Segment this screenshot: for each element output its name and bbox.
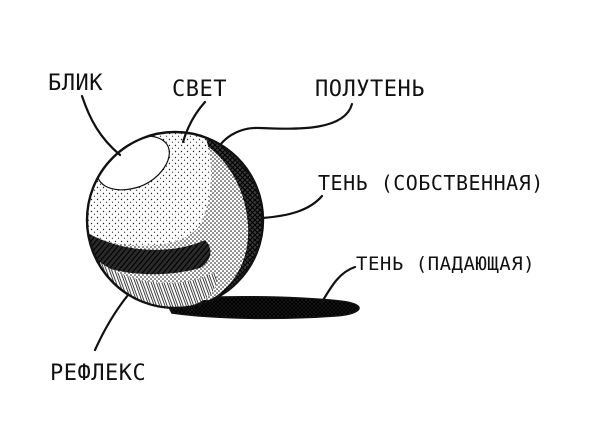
sphere bbox=[87, 132, 263, 308]
leader-halftone bbox=[218, 102, 354, 147]
leader-core-shadow bbox=[260, 194, 324, 220]
label-highlight: БЛИК bbox=[48, 71, 103, 96]
leader-highlight bbox=[80, 94, 122, 157]
label-halftone: ПОЛУТЕНЬ bbox=[315, 77, 425, 102]
label-cast-shadow: ТЕНЬ (ПАДАЮЩАЯ) bbox=[356, 253, 535, 275]
leader-light bbox=[181, 100, 207, 144]
label-core-shadow: ТЕНЬ (СОБСТВЕННАЯ) bbox=[318, 171, 544, 195]
label-reflex: РЕФЛЕКС bbox=[50, 361, 146, 386]
cast-shadow-shape bbox=[163, 296, 360, 320]
leader-reflex bbox=[93, 293, 130, 352]
leader-cast-shadow bbox=[320, 265, 357, 304]
label-light: СВЕТ bbox=[172, 77, 227, 102]
